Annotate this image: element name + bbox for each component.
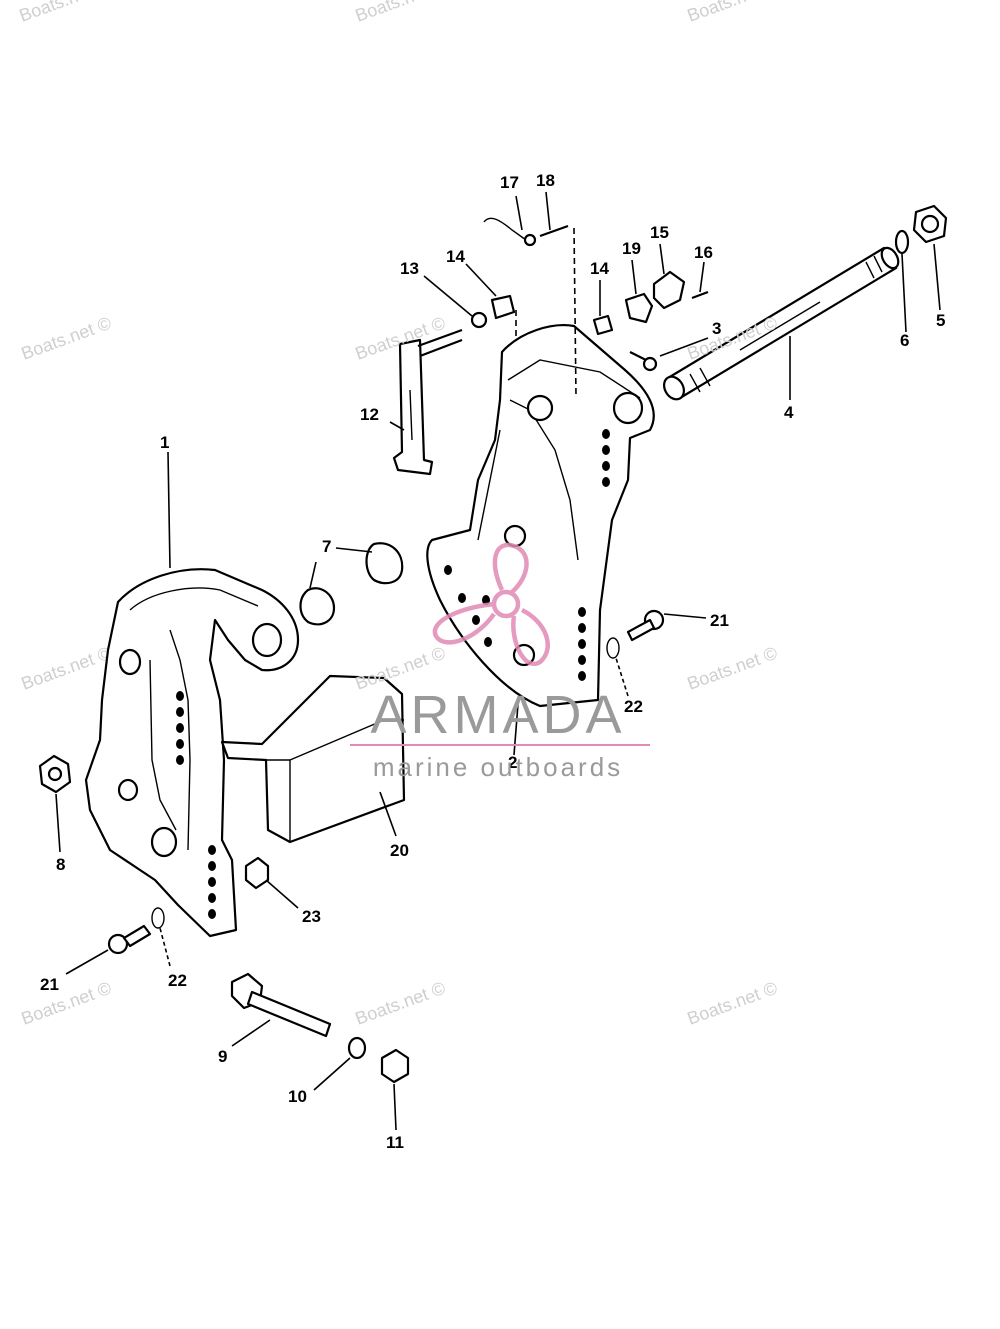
- callout-21: 21: [40, 975, 59, 994]
- callout-19: 19: [622, 239, 641, 258]
- callout-17: 17: [500, 173, 519, 192]
- armada-logo: ARMADA marine outboards: [350, 542, 650, 782]
- nut-8: [38, 754, 72, 794]
- clamp-bracket-left: [84, 568, 300, 938]
- washer-7: [299, 587, 336, 626]
- watermark: Boats.net ©: [353, 0, 448, 26]
- watermarks: Boats.net © Boats.net © Boats.net © Boat…: [17, 0, 780, 1029]
- callout-1: 1: [160, 433, 169, 452]
- watermark: Boats.net ©: [685, 0, 780, 26]
- bracket-adjustment-holes: [176, 691, 216, 919]
- leader-lines: [55, 191, 941, 1131]
- callout-10: 10: [288, 1087, 307, 1106]
- callout-5: 5: [936, 311, 945, 330]
- washer-22: [606, 637, 620, 659]
- callout-4: 4: [784, 403, 794, 422]
- assembly-line: [573, 227, 577, 397]
- callout-21b: 21: [710, 611, 729, 630]
- callout-15: 15: [650, 223, 669, 242]
- callout-16: 16: [694, 243, 713, 262]
- washer-6: [894, 229, 910, 255]
- nut-23: [244, 856, 270, 890]
- watermark: Boats.net ©: [685, 978, 780, 1029]
- callout-2: 2: [508, 753, 517, 772]
- bolt-21: [626, 609, 665, 642]
- nut-13: [470, 311, 488, 329]
- bolt-9: [230, 972, 332, 1038]
- callout-3: 3: [712, 319, 721, 338]
- watermark: Boats.net ©: [19, 643, 114, 694]
- bushing-14: [490, 294, 516, 320]
- callout-22: 22: [168, 971, 187, 990]
- callout-14: 14: [446, 247, 465, 266]
- watermark: Boats.net ©: [353, 978, 448, 1029]
- swivel-tube: [663, 246, 900, 401]
- watermark: Boats.net ©: [19, 978, 114, 1029]
- spring-17: [483, 217, 527, 241]
- washer-10: [347, 1036, 367, 1060]
- bushing-14: [592, 314, 614, 336]
- callout-7: 7: [322, 537, 331, 556]
- callout-18: 18: [536, 171, 555, 190]
- washer-22: [151, 907, 165, 929]
- spring-17-coil: [523, 233, 537, 247]
- bolt-21: [107, 924, 152, 955]
- callout-13: 13: [400, 259, 419, 278]
- tilt-lever: [392, 328, 463, 476]
- callout-8: 8: [56, 855, 65, 874]
- nut-11: [380, 1048, 410, 1084]
- brand-tagline: marine outboards: [373, 752, 623, 782]
- callout-6: 6: [900, 331, 909, 350]
- pin-18: [539, 224, 569, 238]
- callout-14b: 14: [590, 259, 609, 278]
- callout-22b: 22: [624, 697, 643, 716]
- watermark: Boats.net ©: [685, 643, 780, 694]
- propeller-logo-icon: [432, 542, 551, 667]
- tilt-stop-15: [652, 270, 686, 310]
- pin-16: [691, 290, 709, 300]
- callout-23: 23: [302, 907, 321, 926]
- callout-12: 12: [360, 405, 379, 424]
- bolt-3: [629, 351, 658, 372]
- callout-11: 11: [386, 1133, 404, 1152]
- clamp-bracket-right: [426, 324, 655, 708]
- watermark: Boats.net ©: [19, 313, 114, 364]
- plate-20: [220, 674, 406, 844]
- nut-5: [912, 204, 948, 244]
- lever-19: [624, 292, 654, 324]
- callout-20: 20: [390, 841, 409, 860]
- callout-9: 9: [218, 1047, 227, 1066]
- watermark: Boats.net ©: [17, 0, 112, 26]
- brand-name: ARMADA: [370, 685, 625, 745]
- callout-labels: 1 2 3 4 5 6 7 8 9 10 11 12 13 14 14 15 1…: [40, 171, 945, 1152]
- washer-7: [365, 542, 404, 585]
